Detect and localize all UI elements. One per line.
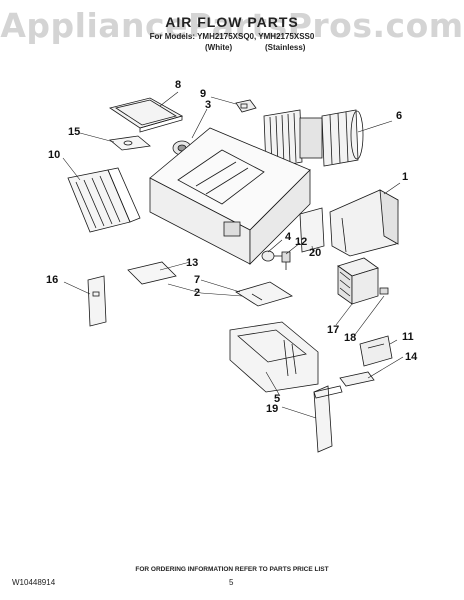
main-housing — [149, 127, 311, 265]
part-7-cover — [235, 281, 293, 307]
callout-3: 3 — [205, 99, 212, 111]
part-1-duct — [329, 189, 399, 257]
callout-2: 2 — [194, 287, 201, 299]
part-12-socket — [281, 251, 291, 270]
part-17-transformer — [337, 257, 379, 305]
part-5-vent — [229, 321, 319, 393]
part-8-filter — [109, 97, 184, 133]
leader-lines — [62, 91, 404, 419]
part-16-bracket — [87, 275, 107, 327]
callout-8: 8 — [175, 79, 182, 91]
callout-1: 1 — [402, 171, 409, 183]
page-title: AIR FLOW PARTS — [165, 14, 299, 30]
callout-18: 18 — [344, 332, 357, 344]
callout-6: 6 — [396, 110, 403, 122]
part-10-grille — [67, 167, 141, 233]
document-number: W10448914 — [12, 578, 56, 587]
callout-15: 15 — [68, 126, 81, 138]
part-14-bracket — [339, 371, 375, 387]
callout-4: 4 — [285, 231, 292, 243]
ordering-note: FOR ORDERING INFORMATION REFER TO PARTS … — [135, 566, 329, 573]
finish-label-stainless: (Stainless) — [265, 43, 306, 52]
callout-20: 20 — [309, 247, 322, 259]
callout-14: 14 — [405, 351, 418, 363]
part-11-board — [359, 335, 393, 367]
finish-label-white: (White) — [205, 43, 233, 52]
callout-10: 10 — [48, 149, 61, 161]
part-18-fuse — [379, 287, 389, 295]
part-19-bracket — [313, 385, 343, 453]
callout-16: 16 — [46, 274, 59, 286]
callout-5: 5 — [274, 393, 281, 405]
part-9-clip — [235, 99, 257, 113]
page-number: 5 — [229, 578, 234, 587]
part-15-bracket — [109, 135, 151, 151]
callout-13: 13 — [186, 257, 199, 269]
callout-9: 9 — [200, 88, 207, 100]
callout-17: 17 — [327, 324, 340, 336]
callout-12: 12 — [295, 236, 308, 248]
model-numbers: For Models: YMH2175XSQ0, YMH2175XSS0 — [149, 32, 315, 41]
callout-7: 7 — [194, 274, 201, 286]
part-4-lamp — [261, 250, 282, 262]
callout-19: 19 — [266, 403, 279, 415]
part-20-plate — [299, 207, 325, 253]
watermark: AppliancePartsPros.com — [0, 6, 464, 45]
callout-11: 11 — [402, 331, 414, 343]
part-13-cover — [127, 261, 177, 285]
